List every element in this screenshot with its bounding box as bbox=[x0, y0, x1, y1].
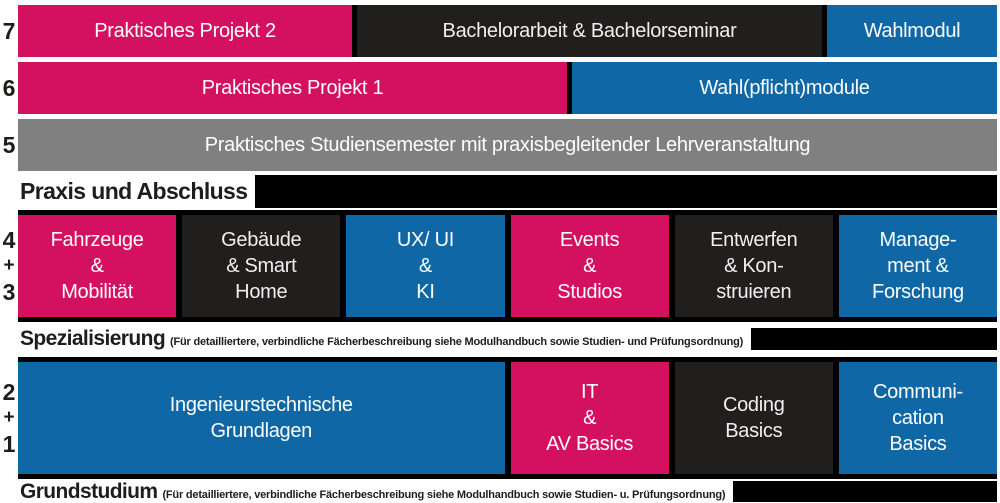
module-line: Ingenieurstechnische bbox=[169, 394, 353, 416]
module-line: Fahrzeuge bbox=[50, 229, 144, 251]
semester-1-label: 1 bbox=[2, 431, 16, 457]
module-line: struieren bbox=[716, 281, 792, 303]
section-label-text: Grundstudium (Für detailliertere, verbin… bbox=[20, 479, 726, 503]
module-label: Wahlmodul bbox=[863, 20, 961, 42]
module-line: Gebäude bbox=[221, 229, 302, 251]
divider-bar bbox=[751, 328, 997, 350]
module-line: Events bbox=[559, 229, 620, 251]
module-line: Coding bbox=[722, 394, 785, 416]
foundation-section: Ingenieurstechnische Grundlagen IT & AV … bbox=[18, 357, 998, 479]
module-line: & Smart bbox=[226, 255, 297, 277]
module-line: KI bbox=[416, 281, 435, 303]
spezialisierung-title: Spezialisierung bbox=[20, 327, 166, 350]
module-line: & bbox=[90, 255, 104, 277]
module-line: Entwerfen bbox=[710, 229, 798, 251]
module-line: & bbox=[583, 407, 597, 429]
module-ingenieurstechnische-grundlagen: Ingenieurstechnische Grundlagen bbox=[18, 362, 505, 474]
section-label-text: Praxis und Abschluss bbox=[20, 178, 248, 205]
semester-number-4-3: 4 + 3 bbox=[0, 210, 17, 322]
plus-sign: + bbox=[3, 407, 14, 428]
grundstudium-note: (Für detailliertere, verbindliche Fächer… bbox=[162, 488, 726, 501]
semester-number-6: 6 bbox=[0, 62, 17, 114]
module-praktisches-studiensemester: Praktisches Studiensemester mit praxisbe… bbox=[18, 119, 997, 171]
semester-5-row: Praktisches Studiensemester mit praxisbe… bbox=[18, 119, 997, 171]
section-label-grundstudium: Grundstudium (Für detailliertere, verbin… bbox=[20, 480, 997, 503]
semester-7-row: Praktisches Projekt 2 Bachelorarbeit & B… bbox=[18, 5, 997, 57]
module-bachelorarbeit-bachelorseminar: Bachelorarbeit & Bachelorseminar bbox=[357, 5, 822, 57]
module-line: IT bbox=[580, 381, 599, 403]
module-line: Forschung bbox=[872, 281, 964, 303]
spezialisierung-note: (Für detailliertere, verbindliche Fächer… bbox=[170, 336, 744, 348]
module-line: & bbox=[418, 255, 432, 277]
section-label-text: Spezialisierung (Für detailliertere, ver… bbox=[20, 327, 743, 351]
module-line: Basics bbox=[889, 433, 947, 455]
module-label: Praktisches Projekt 1 bbox=[201, 77, 384, 99]
module-communication-basics: Communi- cation Basics bbox=[838, 362, 998, 474]
module-coding-basics: Coding Basics bbox=[674, 362, 833, 474]
module-praktisches-projekt-2: Praktisches Projekt 2 bbox=[18, 5, 352, 57]
module-events-studios: Events & Studios bbox=[510, 215, 669, 317]
module-line: Grundlagen bbox=[210, 420, 313, 442]
semester-3-label: 3 bbox=[2, 279, 16, 305]
semester-2-label: 2 bbox=[2, 379, 16, 405]
module-line: Basics bbox=[725, 420, 783, 442]
module-line: & bbox=[583, 255, 597, 277]
module-label: Praktisches Studiensemester mit praxisbe… bbox=[204, 134, 811, 156]
semester-number-2-1: 2 + 1 bbox=[0, 357, 17, 479]
grundstudium-title: Grundstudium bbox=[20, 479, 158, 503]
plus-sign: + bbox=[3, 255, 14, 276]
module-wahlpflichtmodule: Wahl(pflicht)module bbox=[572, 62, 997, 114]
semester-number-5: 5 bbox=[0, 119, 17, 171]
module-line: cation bbox=[892, 407, 944, 429]
module-label: Wahl(pflicht)module bbox=[699, 77, 870, 99]
specialization-section: Fahrzeuge & Mobilität Gebäude & Smart Ho… bbox=[18, 210, 998, 322]
module-line: Communi- bbox=[873, 381, 963, 403]
praxis-und-abschluss-title: Praxis und Abschluss bbox=[20, 178, 248, 204]
semester-7-label: 7 bbox=[2, 17, 16, 44]
semester-6-row: Praktisches Projekt 1 Wahl(pflicht)modul… bbox=[18, 62, 997, 114]
module-line: AV Basics bbox=[546, 433, 634, 455]
module-wahlmodul: Wahlmodul bbox=[827, 5, 997, 57]
semester-number-7: 7 bbox=[0, 5, 17, 57]
module-line: Studios bbox=[557, 281, 622, 303]
section-label-spezialisierung: Spezialisierung (Für detailliertere, ver… bbox=[20, 326, 997, 352]
module-entwerfen-konstruieren: Entwerfen & Kon- struieren bbox=[674, 215, 833, 317]
semester-5-label: 5 bbox=[2, 131, 16, 158]
divider-bar bbox=[255, 175, 997, 208]
module-line: Home bbox=[235, 281, 288, 303]
module-fahrzeuge-mobilitaet: Fahrzeuge & Mobilität bbox=[18, 215, 177, 317]
module-label: Bachelorarbeit & Bachelorseminar bbox=[442, 20, 737, 42]
module-management-forschung: Manage- ment & Forschung bbox=[838, 215, 998, 317]
semester-6-label: 6 bbox=[2, 74, 16, 101]
module-ux-ui-ki: UX/ UI & KI bbox=[346, 215, 505, 317]
semester-4-label: 4 bbox=[2, 227, 16, 253]
module-line: UX/ UI bbox=[396, 229, 454, 251]
divider-bar bbox=[733, 481, 997, 502]
module-it-av-basics: IT & AV Basics bbox=[510, 362, 669, 474]
module-line: Manage- bbox=[879, 229, 957, 251]
section-label-praxis-und-abschluss: Praxis und Abschluss bbox=[20, 174, 997, 209]
module-gebaeude-smart-home: Gebäude & Smart Home bbox=[182, 215, 341, 317]
module-praktisches-projekt-1: Praktisches Projekt 1 bbox=[18, 62, 567, 114]
module-label: Praktisches Projekt 2 bbox=[94, 20, 276, 42]
module-line: & Kon- bbox=[724, 255, 784, 277]
module-line: Mobilität bbox=[61, 281, 133, 303]
module-line: ment & bbox=[887, 255, 949, 277]
